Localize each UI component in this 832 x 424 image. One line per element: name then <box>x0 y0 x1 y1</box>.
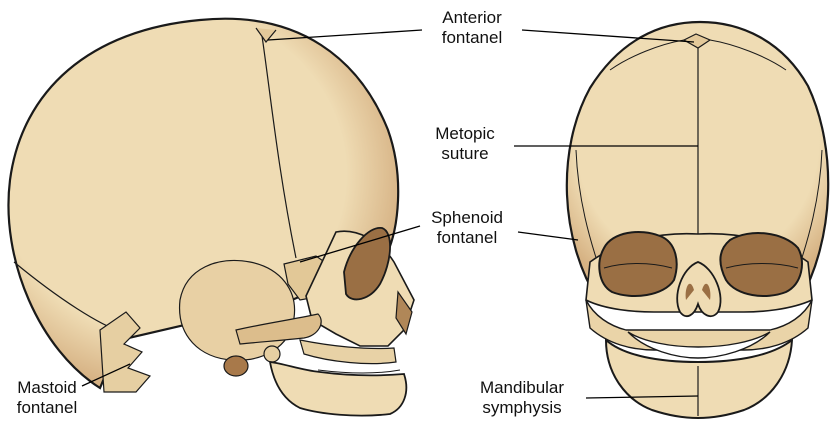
label-metopic-line2: suture <box>420 144 510 164</box>
styloid <box>264 346 280 362</box>
label-mandibular-symphysis: Mandibular symphysis <box>462 378 582 418</box>
label-mandibular-line1: Mandibular <box>462 378 582 398</box>
label-mandibular-line2: symphysis <box>462 398 582 418</box>
lateral-mandible <box>270 362 406 416</box>
label-metopic-line1: Metopic <box>420 124 510 144</box>
lateral-skull <box>8 19 414 416</box>
label-metopic-suture: Metopic suture <box>420 124 510 164</box>
label-anterior-line2: fontanel <box>412 28 532 48</box>
temporal-squama <box>180 261 295 361</box>
label-sphenoid-line1: Sphenoid <box>412 208 522 228</box>
label-mastoid-line2: fontanel <box>2 398 92 418</box>
leader-sphenoid-frontal <box>518 232 578 240</box>
label-sphenoid-line2: fontanel <box>412 228 522 248</box>
label-anterior-fontanel: Anterior fontanel <box>412 8 532 48</box>
ear-canal <box>224 356 248 376</box>
label-mastoid-line1: Mastoid <box>2 378 92 398</box>
frontal-orbit-right <box>720 233 802 296</box>
label-mastoid-fontanel: Mastoid fontanel <box>2 378 92 418</box>
label-sphenoid-fontanel: Sphenoid fontanel <box>412 208 522 248</box>
label-anterior-line1: Anterior <box>412 8 532 28</box>
frontal-skull <box>567 22 828 418</box>
